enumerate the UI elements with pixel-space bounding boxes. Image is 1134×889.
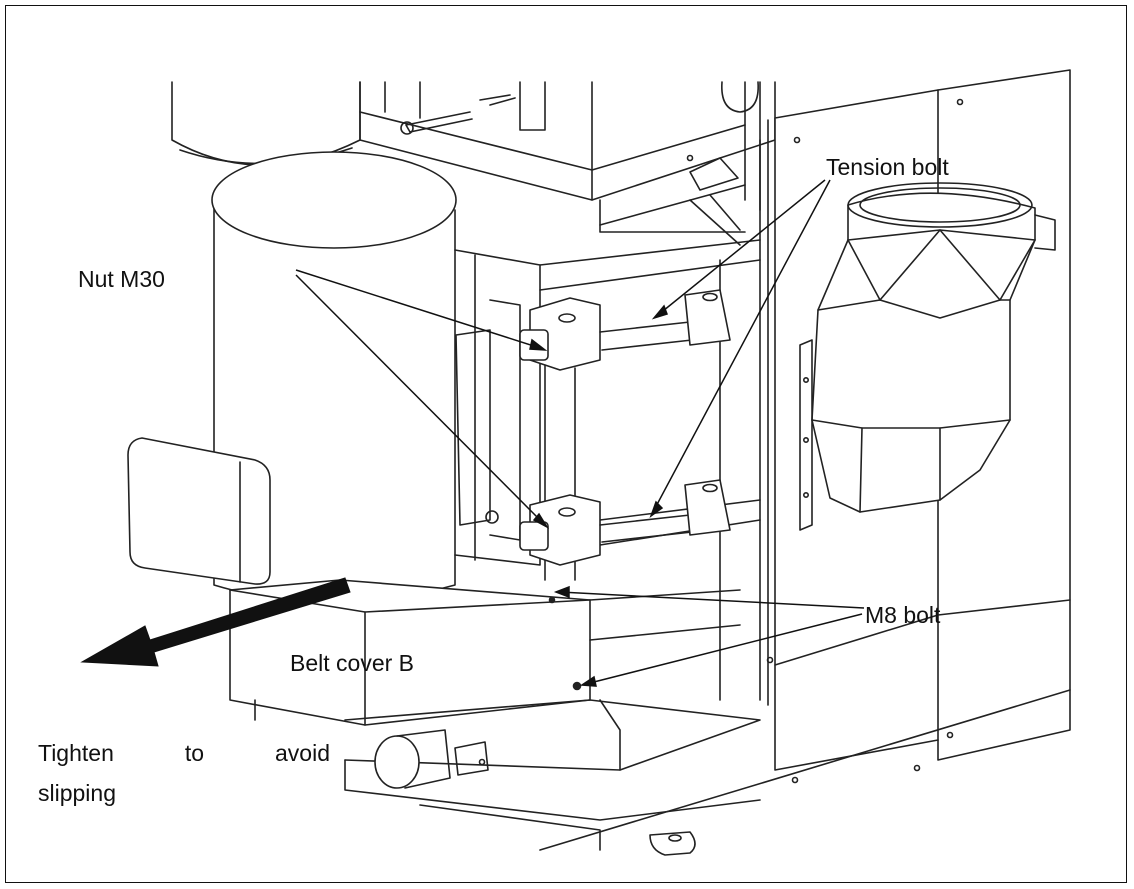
upper-housing xyxy=(359,81,776,246)
main-motor xyxy=(211,151,457,604)
label-m8-bolt: M8 bolt xyxy=(865,602,941,628)
instruction-line-1: Tighten to avoid xyxy=(38,742,330,765)
arrowhead-tension-upper xyxy=(651,304,668,320)
leader-tension-lower xyxy=(652,179,831,513)
label-tension-bolt: Tension bolt xyxy=(826,154,949,180)
base-frame xyxy=(344,689,1071,856)
instruction-word-3: avoid xyxy=(275,740,330,766)
leader-tension-upper xyxy=(657,179,826,316)
arrowhead-tension-lower xyxy=(649,500,664,519)
instruction-word-1: Tighten xyxy=(38,740,114,766)
label-nut-m30: Nut M30 xyxy=(78,266,165,292)
arrowhead-m8-upper xyxy=(553,585,570,599)
arrowhead-nut-lower xyxy=(532,512,550,529)
tighten-direction-arrow xyxy=(80,577,351,667)
arrowhead-nut-upper xyxy=(529,338,548,351)
leader-lines xyxy=(295,179,865,687)
lower-bearing-block xyxy=(485,479,731,566)
instruction-word-2: to xyxy=(184,740,205,766)
label-belt-cover-b: Belt cover B xyxy=(290,650,414,676)
exhaust-pipe xyxy=(374,729,489,789)
junction-box xyxy=(127,437,271,585)
hopper xyxy=(799,182,1056,531)
upper-bearing-block xyxy=(519,289,731,581)
leader-nut-lower xyxy=(295,274,544,524)
instruction-line-2: slipping xyxy=(38,780,116,806)
leader-m8-lower xyxy=(585,613,863,685)
leader-m8-upper xyxy=(559,591,865,609)
tension-frame xyxy=(454,239,761,701)
leader-nut-upper xyxy=(295,269,541,349)
arrowhead-m8-lower xyxy=(579,675,597,687)
